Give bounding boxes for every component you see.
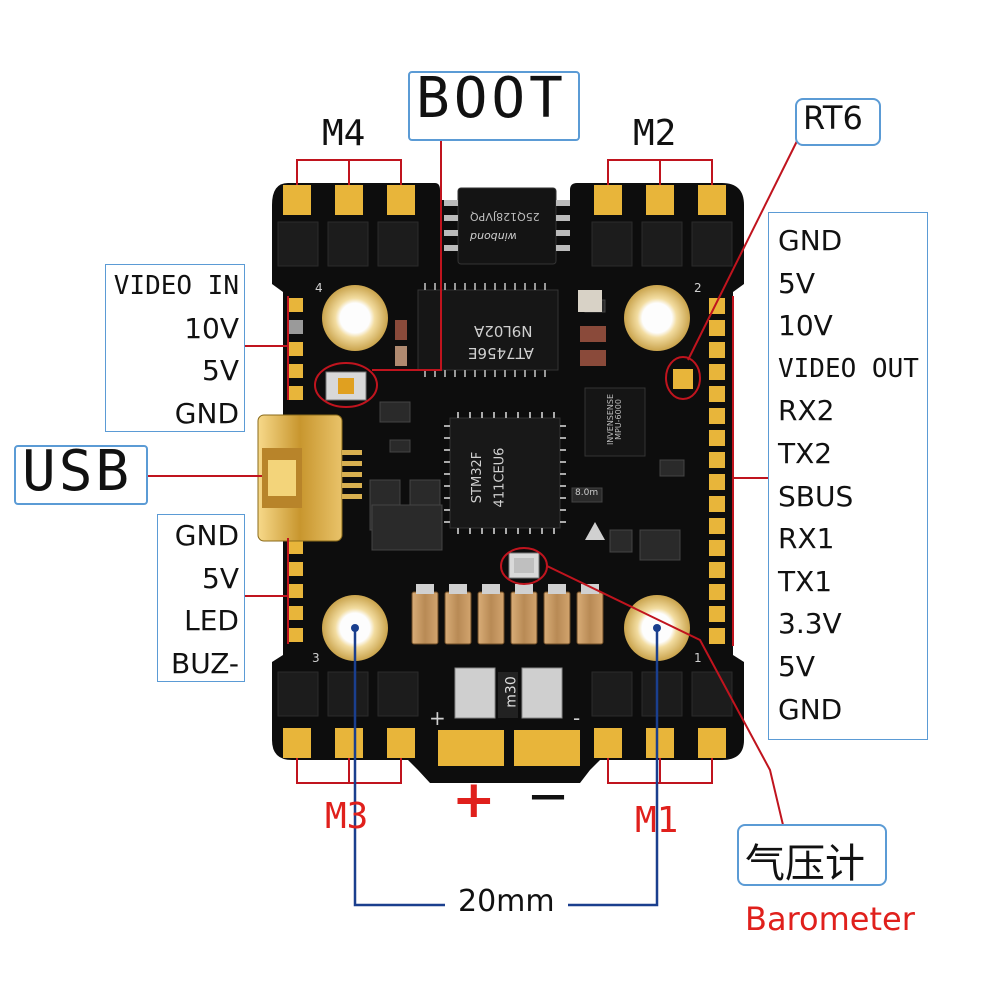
pin-label: GND xyxy=(778,692,843,726)
motor-label-m2: M2 xyxy=(633,113,677,154)
mosfets xyxy=(277,221,733,717)
pin-label: 5V xyxy=(202,561,239,595)
svg-text:-: - xyxy=(573,706,580,730)
rt6-label: RT6 xyxy=(803,99,863,137)
battery-minus-label: — xyxy=(530,775,566,816)
pin-label: BUZ- xyxy=(170,646,239,680)
osd-chip-label: AT7456E xyxy=(468,344,534,362)
pin-label: GND xyxy=(778,224,843,257)
svg-text:4: 4 xyxy=(315,281,323,295)
barometer-en-label: Barometer xyxy=(745,900,915,938)
motor-pads-m4 xyxy=(283,185,415,215)
pin-label: SBUS xyxy=(778,479,854,513)
pin-label: TX2 xyxy=(778,436,833,470)
usb-label: USB xyxy=(22,439,133,504)
pin-label: 10V xyxy=(778,309,833,343)
pin-label: 5V xyxy=(778,649,815,683)
pin-label: RX2 xyxy=(778,394,835,428)
pin-label: 10V xyxy=(184,311,239,345)
left-bottom-pins: GND 5V LED BUZ- xyxy=(157,515,239,685)
svg-text:2: 2 xyxy=(694,281,702,295)
flash-chip-brand: winbond xyxy=(470,230,517,243)
left-top-pins-box xyxy=(105,264,245,432)
osd-chip-code: N9L02A xyxy=(474,322,533,340)
pin-label: VIDEO IN xyxy=(113,271,239,301)
pin-label: 5V xyxy=(778,266,815,300)
svg-text:+: + xyxy=(429,706,446,730)
pin-label: LED xyxy=(184,604,239,638)
usb-connector xyxy=(257,414,362,542)
battery-plus-label: + xyxy=(452,770,496,830)
mcu-chip-line2: 411CEU6 xyxy=(492,447,508,508)
pin-label: 5V xyxy=(202,354,239,388)
rt6-label-box xyxy=(795,98,881,146)
pin-label: RX1 xyxy=(778,522,835,556)
motor-pads-m3 xyxy=(283,728,415,758)
usb-label-box xyxy=(14,445,148,505)
boot-label-box xyxy=(408,71,580,141)
left-top-pins: VIDEO IN 10V 5V GND xyxy=(105,265,239,435)
pin-label: TX1 xyxy=(778,564,833,598)
motor-pads-m1 xyxy=(594,728,726,758)
mcu-chip-line1: STM32F xyxy=(470,451,486,504)
motor-label-m4: M4 xyxy=(322,113,366,154)
left-pads xyxy=(289,298,303,642)
boot-label: BOOT xyxy=(416,66,567,131)
motor-label-m3: M3 xyxy=(325,796,369,837)
motor-label-m1: M1 xyxy=(635,800,679,841)
right-pins: GND 5V 10V VIDEO OUT RX2 TX2 SBUS RX1 TX… xyxy=(778,220,919,731)
pin-label: VIDEO OUT xyxy=(778,353,919,384)
left-bottom-pins-box xyxy=(157,514,245,682)
right-pins-box xyxy=(768,212,928,740)
pin-label: GND xyxy=(174,519,239,552)
svg-text:3: 3 xyxy=(312,651,320,665)
rt6-pad xyxy=(673,369,693,389)
spacing-lines xyxy=(353,628,659,907)
right-pads xyxy=(709,298,725,644)
barometer-cn-label: 气压计 xyxy=(745,841,865,887)
motor-pads-m2 xyxy=(594,185,726,215)
pin-label: 3.3V xyxy=(778,607,842,641)
svg-text:1: 1 xyxy=(694,651,702,665)
pin-label: GND xyxy=(174,396,239,430)
battery-pads xyxy=(438,730,580,766)
flash-chip xyxy=(457,187,557,265)
xtal-tag: 8.0m xyxy=(575,488,599,498)
capacitors xyxy=(411,591,604,645)
red-leaders xyxy=(146,134,801,826)
imu-chip-line2: MPU-6000 xyxy=(613,399,623,440)
imu-chip xyxy=(584,387,646,457)
spacing-label: 20mm xyxy=(458,884,555,919)
flash-chip-code: 25Q128JVPQ xyxy=(470,210,540,223)
barometer-cn-box xyxy=(737,824,887,886)
baro-tag: m30 xyxy=(503,676,520,708)
